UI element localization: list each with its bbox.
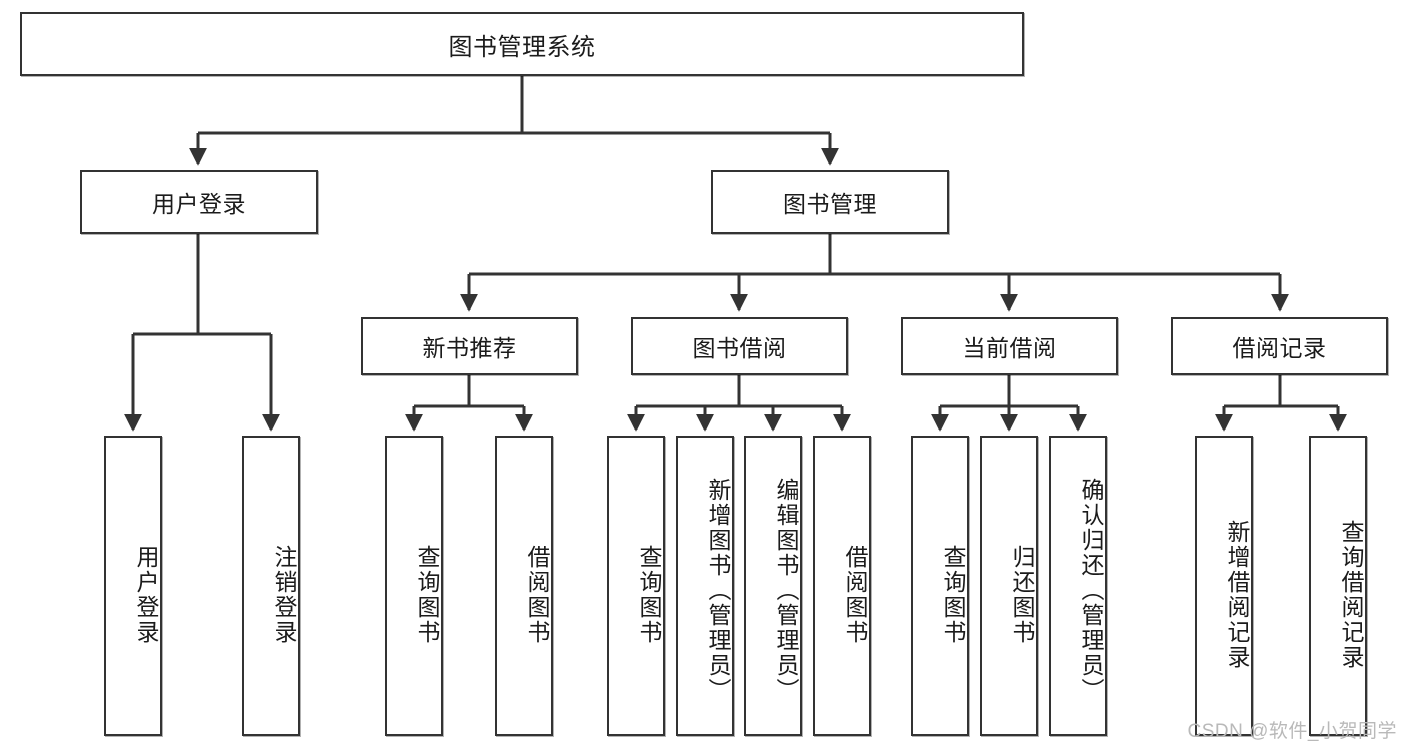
node-leaf-query-book-current[interactable]: 查询图书 [911,436,969,736]
node-label: 用户登录 [152,191,246,217]
node-label: 用户登录 [133,545,159,645]
node-current-borrow[interactable]: 当前借阅 [901,317,1118,375]
node-borrow-record[interactable]: 借阅记录 [1171,317,1388,375]
node-label: 图书借阅 [692,335,787,361]
node-new-book-recommend[interactable]: 新书推荐 [361,317,578,375]
node-leaf-borrow-book[interactable]: 借阅图书 [813,436,871,736]
node-leaf-user-login[interactable]: 用户登录 [104,436,162,736]
node-label: 归还图书 [1009,545,1035,645]
node-label: 借阅图书 [842,545,868,645]
node-label: 新书推荐 [422,335,517,361]
node-leaf-query-borrow-record[interactable]: 查询借阅记录 [1309,436,1367,736]
node-user-login[interactable]: 用户登录 [80,170,318,234]
node-leaf-borrow-book-recommend[interactable]: 借阅图书 [495,436,553,736]
node-label: 图书管理 [783,191,877,217]
node-label: 新增图书（管理员） [705,477,731,703]
node-leaf-edit-book[interactable]: 编辑图书（管理员） [744,436,802,736]
node-leaf-query-book-recommend[interactable]: 查询图书 [385,436,443,736]
node-book-management[interactable]: 图书管理 [711,170,949,234]
node-leaf-add-borrow-record[interactable]: 新增借阅记录 [1195,436,1253,736]
node-label: 借阅记录 [1232,335,1327,361]
node-label: 查询图书 [636,545,662,645]
node-leaf-return-book[interactable]: 归还图书 [980,436,1038,736]
node-label: 图书管理系统 [448,33,596,61]
node-root-book-management-system[interactable]: 图书管理系统 [20,12,1024,76]
node-label: 编辑图书（管理员） [773,477,799,703]
node-leaf-confirm-return[interactable]: 确认归还（管理员） [1049,436,1107,736]
node-label: 新增借阅记录 [1224,520,1250,670]
csdn-watermark: CSDN @软件_小贺同学 [1187,721,1397,742]
node-leaf-user-logout[interactable]: 注销登录 [242,436,300,736]
node-label: 借阅图书 [524,545,550,645]
node-label: 查询图书 [414,545,440,645]
node-label: 查询借阅记录 [1338,520,1364,670]
node-label: 注销登录 [271,545,297,645]
node-label: 确认归还（管理员） [1078,477,1104,703]
node-leaf-add-book[interactable]: 新增图书（管理员） [676,436,734,736]
node-leaf-query-book-borrow[interactable]: 查询图书 [607,436,665,736]
node-label: 查询图书 [940,545,966,645]
node-label: 当前借阅 [962,335,1057,361]
node-book-borrow[interactable]: 图书借阅 [631,317,848,375]
